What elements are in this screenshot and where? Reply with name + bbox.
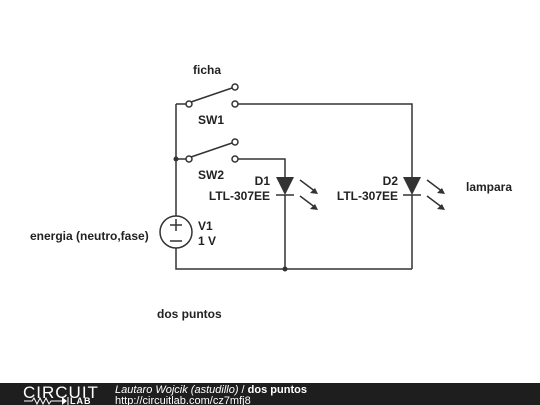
footer-author: Lautaro Wojcik (astudillo) bbox=[115, 384, 239, 396]
logo-lab-text: LAB bbox=[70, 396, 92, 405]
label-d2-part: LTL-307EE bbox=[337, 189, 398, 203]
label-d1-ref: D1 bbox=[255, 174, 271, 188]
label-d2-ref: D2 bbox=[383, 174, 399, 188]
label-energia: energia (neutro,fase) bbox=[30, 229, 149, 243]
label-ficha: ficha bbox=[193, 63, 221, 77]
label-v1-value: 1 V bbox=[198, 234, 216, 248]
switch-sw1 bbox=[185, 83, 239, 108]
label-lampara: lampara bbox=[466, 180, 512, 194]
voltage-source-v1 bbox=[159, 215, 193, 249]
wires bbox=[175, 103, 413, 270]
junction-bottom bbox=[282, 266, 288, 272]
footer-title: dos puntos bbox=[248, 384, 307, 396]
junction-sw2 bbox=[173, 156, 179, 162]
footer-separator: / bbox=[239, 384, 248, 396]
footer-credit: Lautaro Wojcik (astudillo) / dos puntos bbox=[115, 384, 307, 396]
led-d1 bbox=[276, 177, 318, 210]
wire-sw2-to-d1 bbox=[238, 158, 286, 177]
wire-sw1-to-d2 bbox=[238, 103, 413, 177]
switch-sw2 bbox=[185, 138, 239, 163]
label-v1-ref: V1 bbox=[198, 219, 213, 233]
wire-left-bottom bbox=[175, 248, 412, 270]
label-d1-part: LTL-307EE bbox=[209, 189, 270, 203]
label-sw2: SW2 bbox=[198, 168, 224, 182]
label-caption: dos puntos bbox=[157, 307, 222, 321]
label-sw1: SW1 bbox=[198, 113, 224, 127]
led-d2 bbox=[403, 177, 445, 210]
logo-resistor-icon bbox=[24, 396, 69, 405]
logo-circuit-text: CIRCUIT bbox=[23, 383, 99, 402]
footer-url[interactable]: http://circuitlab.com/cz7mfj8 bbox=[115, 395, 251, 405]
footer-bar: CIRCUIT LAB Lautaro Wojcik (astudillo) /… bbox=[0, 383, 540, 405]
